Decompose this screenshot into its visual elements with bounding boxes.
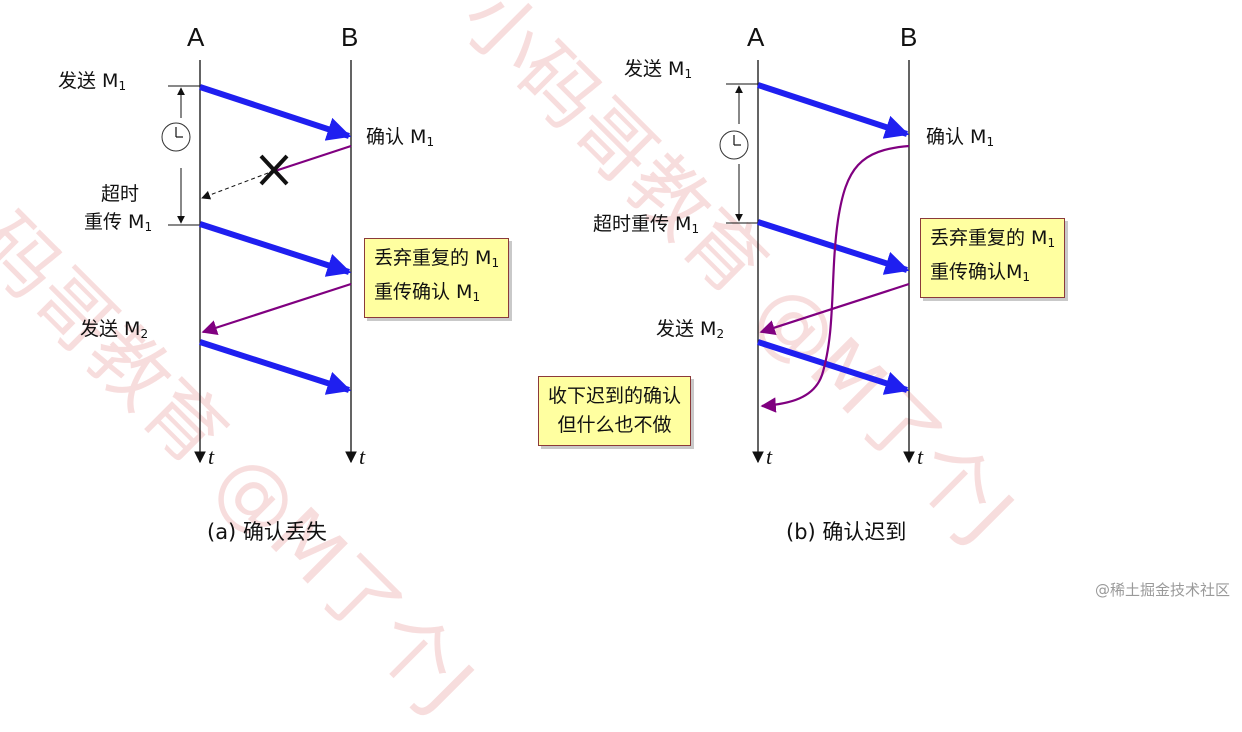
host-a-label: A xyxy=(747,22,765,52)
host-a-label: A xyxy=(187,22,205,52)
caption-b: (b) 确认迟到 xyxy=(786,520,907,544)
ack-arrow-reack xyxy=(201,282,352,336)
caption-a: (a) 确认丢失 xyxy=(207,520,327,544)
ack-m1-label: 确认 M1 xyxy=(926,126,995,149)
ack-arrow-late xyxy=(760,144,910,413)
send-m1-label: 发送 M1 xyxy=(58,70,127,93)
cross-icon xyxy=(259,154,289,186)
timeout-label: 超时 xyxy=(101,183,140,205)
panel-a-diagram xyxy=(161,60,357,464)
data-arrow-m2 xyxy=(757,339,910,395)
clock-icon xyxy=(719,130,749,160)
data-arrow-m1-retransmit xyxy=(757,219,910,275)
data-arrow-m1-retransmit xyxy=(199,221,352,277)
send-m2-label: 发送 M2 xyxy=(80,318,149,341)
data-arrow-m2 xyxy=(199,339,352,395)
note-discard-duplicate: 丢弃重复的 M1 重传确认 M1 xyxy=(364,238,510,318)
diagram-canvas xyxy=(161,60,915,464)
ack-arrow-reack xyxy=(759,282,910,336)
source-credit: @稀土掘金技术社区 xyxy=(1094,581,1230,599)
time-axis-label: t xyxy=(359,444,366,469)
note-late-ack: 收下迟到的确认 但什么也不做 xyxy=(538,376,692,446)
time-axis-label: t xyxy=(917,444,924,469)
clock-icon xyxy=(161,122,191,152)
time-axis-label: t xyxy=(766,444,773,469)
send-m2-label: 发送 M2 xyxy=(656,318,725,341)
ack-arrow-lost-dashed xyxy=(201,172,269,200)
retransmit-m1-label: 重传 M1 xyxy=(84,211,153,234)
host-b-label: B xyxy=(900,22,918,52)
data-arrow-m1 xyxy=(757,82,910,139)
host-b-label: B xyxy=(341,22,359,52)
ack-m1-label: 确认 M1 xyxy=(366,126,435,149)
time-axis-label: t xyxy=(208,444,215,469)
send-m1-label: 发送 M1 xyxy=(624,58,693,81)
panel-b-diagram xyxy=(719,60,915,464)
timeout-retransmit-label: 超时重传 M1 xyxy=(593,213,700,236)
ack-arrow-lost xyxy=(274,144,352,173)
note-discard-duplicate: 丢弃重复的 M1 重传确认M1 xyxy=(920,218,1066,298)
data-arrow-m1 xyxy=(199,84,352,141)
